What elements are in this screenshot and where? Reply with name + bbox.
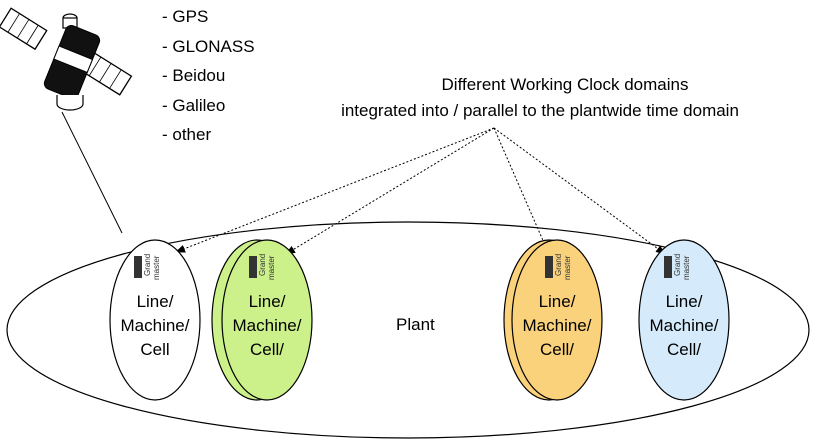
arrow-to-cell-2 — [285, 127, 495, 255]
grandmaster-label: master — [152, 255, 161, 280]
plant-boundary — [6, 221, 810, 439]
cell-label-line: Line/ — [666, 292, 703, 311]
working-clock-arrows — [175, 127, 666, 255]
cell-label-line: Cell/ — [540, 340, 574, 359]
diagram-title-line1: Different Working Clock domains — [442, 75, 689, 94]
diagram-title-line2: integrated into / parallel to the plantw… — [341, 101, 739, 120]
grandmaster-label: Grand — [554, 254, 563, 276]
plant-label: Plant — [396, 315, 435, 334]
satellite-system-item: - Galileo — [162, 96, 225, 115]
satellite-system-item: - GLONASS — [162, 37, 255, 56]
satellite-system-list: - GPS - GLONASS - Beidou - Galileo - oth… — [162, 7, 255, 144]
working-clock-cell-4: Grand master Line/ Machine/ Cell/ — [638, 239, 730, 401]
cell-label-line: Machine/ — [233, 316, 302, 335]
cell-label-line: Machine/ — [650, 316, 719, 335]
grandmaster-label: master — [267, 255, 276, 280]
cell-label-line: Cell — [140, 340, 169, 359]
cell-label-line: Line/ — [137, 292, 174, 311]
working-clock-cell-2: Grand master Line/ Machine/ Cell/ — [211, 239, 313, 401]
cell-label-line: Machine/ — [523, 316, 592, 335]
grandmaster-label: master — [563, 255, 572, 280]
satellite-system-item: - GPS — [162, 7, 208, 26]
grandmaster-badge — [664, 256, 672, 278]
cell-label-line: Machine/ — [121, 316, 190, 335]
grandmaster-label: master — [682, 255, 691, 280]
satellite-link-line — [61, 111, 123, 234]
satellite-system-item: - other — [162, 125, 211, 144]
satellite-icon — [0, 7, 133, 111]
grandmaster-label: Grand — [673, 254, 682, 276]
cell-ellipse — [511, 239, 603, 401]
cell-ellipse — [638, 239, 730, 401]
cell-label-line: Line/ — [249, 292, 286, 311]
working-clock-cell-3: Grand master Line/ Machine/ Cell/ — [503, 239, 603, 401]
cell-ellipse — [221, 239, 313, 401]
arrow-to-cell-1 — [175, 127, 495, 253]
grandmaster-label: Grand — [258, 254, 267, 276]
cell-label-line: Cell/ — [667, 340, 701, 359]
arrow-to-cell-3 — [493, 127, 549, 253]
cell-label-line: Line/ — [539, 292, 576, 311]
working-clock-cell-1: Grand master Line/ Machine/ Cell — [109, 239, 201, 401]
grandmaster-badge — [249, 256, 257, 278]
grandmaster-label: Grand — [143, 254, 152, 276]
grandmaster-badge — [545, 256, 553, 278]
satellite-system-item: - Beidou — [162, 66, 225, 85]
cell-label-line: Cell/ — [250, 340, 284, 359]
arrow-to-cell-4 — [493, 127, 666, 255]
grandmaster-badge — [134, 256, 142, 278]
cell-ellipse — [109, 239, 201, 401]
